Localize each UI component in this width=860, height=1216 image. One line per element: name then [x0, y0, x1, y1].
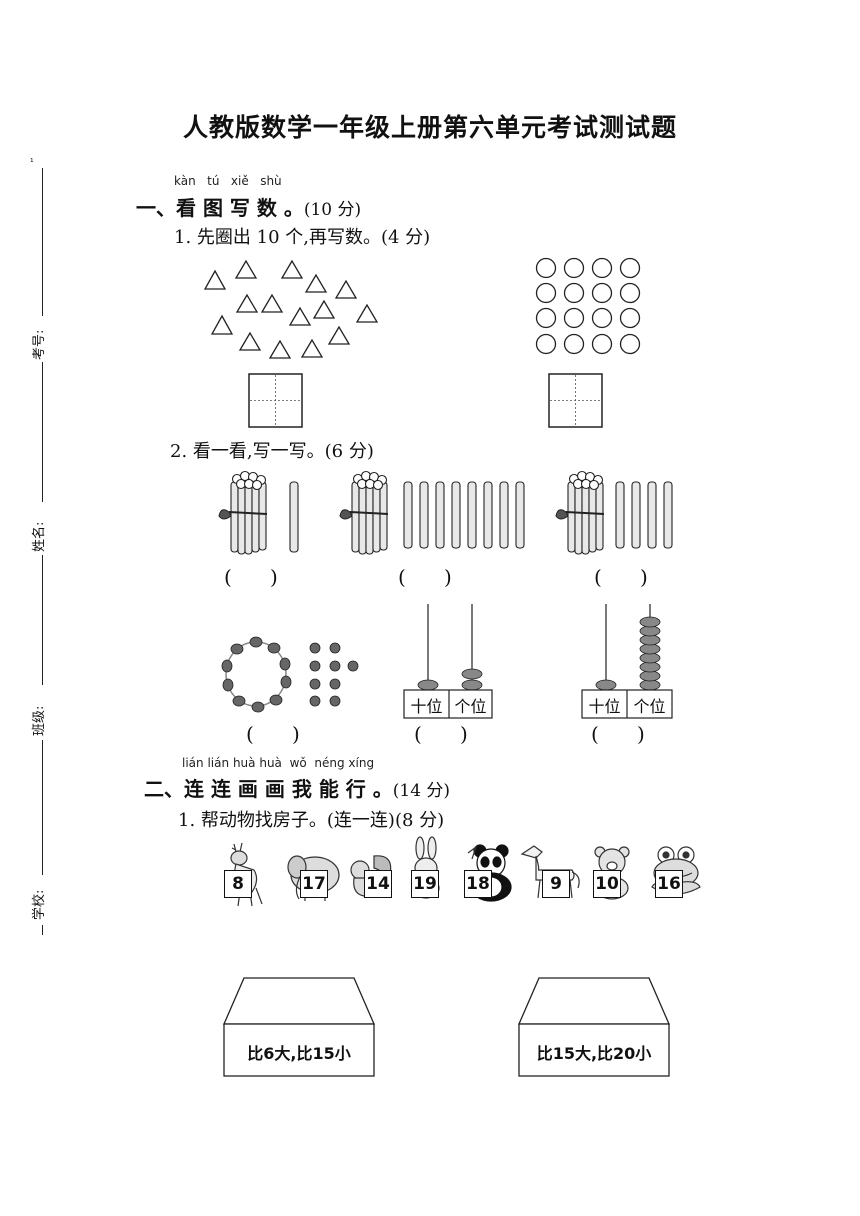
sticks-figure-2 — [339, 470, 525, 555]
pinyin-hua-2: huà — [259, 756, 282, 770]
triangle-icon — [280, 259, 304, 279]
house-2-label: 比15大,比20小 — [536, 1044, 652, 1063]
pinyin-xie: xiě — [230, 174, 249, 188]
triangle-icon — [327, 325, 351, 345]
house-1-label: 比6大,比15小 — [247, 1044, 351, 1063]
abacus-1-ones-label: 个位 — [454, 697, 487, 716]
exam-number-line — [42, 362, 43, 502]
binding-margin: ¹ 考号: 姓名: 班级: 学校: — [0, 0, 60, 1216]
answer-box-circles[interactable] — [548, 373, 603, 428]
single-sticks-group — [615, 481, 673, 549]
animal-number-card: 9 — [542, 870, 570, 898]
section2-pinyin: lián lián huà huà wǒ néng xíng — [182, 756, 374, 770]
answer-paren-1[interactable]: ( ) — [224, 565, 278, 589]
pinyin-hua-1: huà — [232, 756, 256, 770]
animal-number-card: 14 — [364, 870, 392, 898]
triangle-icon — [334, 279, 358, 299]
section1-heading: 一、看 图 写 数 。(10 分) — [136, 192, 361, 221]
animal-number-card: 16 — [655, 870, 683, 898]
abacus-2 — [581, 604, 673, 719]
sticks-figure-1 — [218, 470, 299, 555]
exam-number-label: 考号: — [32, 329, 47, 360]
binding-line-top — [42, 168, 43, 316]
class-label: 班级: — [32, 705, 47, 736]
abacus-2-tens-label: 十位 — [588, 697, 621, 716]
answer-paren-4[interactable]: ( ) — [246, 722, 300, 746]
triangle-icon — [355, 303, 379, 323]
section1-score: (10 分) — [303, 200, 362, 220]
class-line — [42, 740, 43, 875]
answer-paren-2[interactable]: ( ) — [398, 565, 452, 589]
pinyin-tu: tú — [207, 174, 220, 188]
abacus-1-tens-label: 十位 — [410, 697, 443, 716]
bead-ring-figure — [221, 636, 359, 713]
binding-mark: ¹ — [30, 158, 34, 168]
pinyin-lian-2: lián — [207, 756, 230, 770]
answer-paren-6[interactable]: ( ) — [591, 722, 645, 746]
section2-heading: 二、连 连 画 画 我 能 行 。(14 分) — [144, 773, 450, 802]
section2-heading-text: 二、连 连 画 画 我 能 行 。 — [144, 777, 393, 801]
animal-number-card: 19 — [411, 870, 439, 898]
abacus-1 — [403, 604, 493, 719]
section2-score: (14 分) — [392, 781, 451, 801]
triangle-icon — [235, 293, 259, 313]
triangle-icon — [304, 273, 328, 293]
name-line — [42, 555, 43, 685]
triangle-icon — [312, 299, 336, 319]
pinyin-xing: xíng — [348, 756, 375, 770]
answer-paren-3[interactable]: ( ) — [594, 565, 648, 589]
animal-number-card: 18 — [464, 870, 492, 898]
pinyin-wo: wǒ — [289, 756, 307, 770]
sticks-figure-3 — [555, 470, 673, 555]
name-label: 姓名: — [32, 521, 47, 552]
triangle-icon — [288, 306, 312, 326]
pinyin-neng: néng — [314, 756, 345, 770]
single-stick-icon — [289, 481, 299, 553]
triangle-icon — [268, 339, 292, 359]
circles-figure — [535, 257, 641, 355]
single-sticks-group — [403, 481, 525, 549]
stick-bundle-icon — [218, 470, 268, 555]
pinyin-lian-1: lián — [182, 756, 204, 770]
section1-pinyin: kàn tú xiě shù — [174, 174, 282, 188]
triangle-icon — [300, 338, 324, 358]
animal-number-card: 8 — [224, 870, 252, 898]
loose-beads — [309, 642, 359, 707]
section1-q1: 1. 先圈出 10 个,再写数。(4 分) — [174, 227, 431, 248]
triangle-icon — [238, 331, 262, 351]
animal-number-card: 17 — [300, 870, 328, 898]
stick-bundle-icon — [555, 470, 605, 555]
pinyin-kan: kàn — [174, 174, 196, 188]
triangle-icon — [234, 259, 258, 279]
answer-box-triangles[interactable] — [248, 373, 303, 428]
triangle-icon — [210, 314, 234, 335]
house-1[interactable] — [222, 976, 376, 1078]
page-title: 人教版数学一年级上册第六单元考试测试题 — [182, 113, 677, 142]
bead-ring-beads — [221, 636, 292, 713]
section1-heading-text: 一、看 图 写 数 。 — [136, 196, 304, 220]
pinyin-shu: shù — [260, 174, 282, 188]
section1-q2: 2. 看一看,写一写。(6 分) — [170, 441, 374, 462]
answer-paren-5[interactable]: ( ) — [414, 722, 468, 746]
triangles-figure — [203, 259, 379, 359]
school-label: 学校: — [32, 889, 47, 920]
triangle-icon — [260, 293, 284, 313]
triangle-icon — [203, 269, 227, 290]
house-2[interactable] — [517, 976, 671, 1078]
school-line-bottom — [42, 925, 43, 935]
stick-bundle-icon — [339, 470, 389, 555]
section2-q1: 1. 帮动物找房子。(连一连)(8 分) — [178, 810, 445, 831]
abacus-2-ones-label: 个位 — [633, 697, 666, 716]
animal-number-card: 10 — [593, 870, 621, 898]
